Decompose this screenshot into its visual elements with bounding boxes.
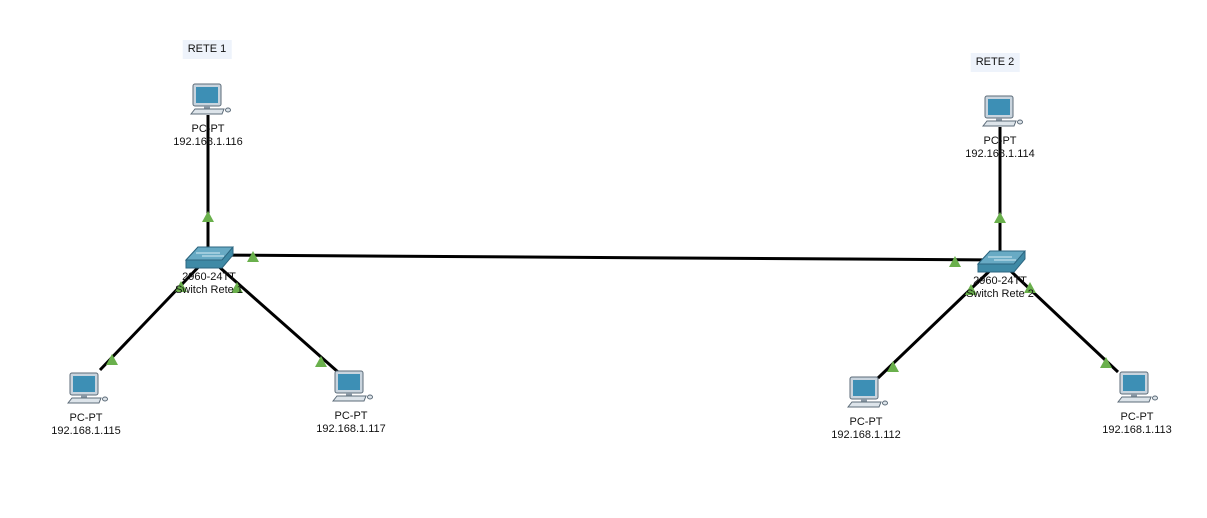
pc-115-label: PC-PT 192.168.1.115: [51, 412, 121, 438]
switch-model-label: 2960-24TT: [973, 275, 1027, 287]
pc-ip-label: 192.168.1.116: [173, 136, 243, 148]
pc-116-desktop-computer-icon[interactable]: [189, 83, 231, 115]
link-up-indicator-icon: [231, 282, 243, 293]
pc-ip-label: 192.168.1.112: [831, 429, 901, 441]
link-up-indicator-icon: [994, 212, 1006, 223]
pc-type-label: PC-PT: [191, 123, 225, 135]
link-up-indicator-icon: [315, 356, 327, 367]
pc-ip-label: 192.168.1.115: [51, 425, 121, 437]
link-up-indicator-icon: [247, 251, 259, 262]
pc-117-label: PC-PT 192.168.1.117: [316, 410, 386, 436]
pc-117-desktop-computer-icon[interactable]: [331, 370, 373, 402]
pc-ip-label: 192.168.1.114: [965, 148, 1035, 160]
pc-113-label: PC-PT 192.168.1.113: [1102, 411, 1172, 437]
link-switch-rete-1-pc-117[interactable]: [207, 255, 339, 374]
link-up-indicator-icon: [1100, 357, 1112, 368]
switch-rete-2-label: 2960-24TT Switch Rete 2: [966, 275, 1034, 301]
switch-rete-1-network-switch-icon[interactable]: [184, 246, 235, 269]
link-up-indicator-icon: [965, 284, 977, 295]
link-switch-rete-2-pc-112[interactable]: [876, 259, 1002, 380]
pc-type-label: PC-PT: [334, 410, 368, 422]
link-up-indicator-icon: [1024, 282, 1036, 293]
link-up-indicator-icon: [949, 256, 961, 267]
link-switch-rete-2-pc-113[interactable]: [998, 259, 1120, 374]
link-up-indicator-icon: [887, 361, 899, 372]
pc-113-desktop-computer-icon[interactable]: [1116, 371, 1158, 403]
link-up-indicator-icon: [202, 211, 214, 222]
link-up-indicator-icon: [106, 354, 118, 365]
pc-ip-label: 192.168.1.113: [1102, 424, 1172, 436]
link-up-indicator-icon: [175, 281, 187, 292]
pc-116-label: PC-PT 192.168.1.116: [173, 123, 243, 149]
rete-1-note[interactable]: RETE 1: [182, 40, 232, 59]
pc-type-label: PC-PT: [849, 416, 883, 428]
pc-ip-label: 192.168.1.117: [316, 423, 386, 435]
pc-type-label: PC-PT: [983, 135, 1017, 147]
pc-115-desktop-computer-icon[interactable]: [66, 372, 108, 404]
pc-114-desktop-computer-icon[interactable]: [981, 95, 1023, 127]
pc-type-label: PC-PT: [1120, 411, 1154, 423]
pc-112-label: PC-PT 192.168.1.112: [831, 416, 901, 442]
link-switch-rete-1-pc-115[interactable]: [98, 255, 210, 372]
link-switch-rete-1-switch-rete-2[interactable]: [207, 253, 1001, 262]
switch-rete-1-label: 2960-24TT Switch Rete 1: [175, 271, 243, 297]
pc-112-desktop-computer-icon[interactable]: [846, 376, 888, 408]
pc-114-label: PC-PT 192.168.1.114: [965, 135, 1035, 161]
pc-type-label: PC-PT: [69, 412, 103, 424]
switch-name-label: Switch Rete 1: [175, 284, 243, 296]
rete-2-note[interactable]: RETE 2: [970, 53, 1020, 72]
switch-name-label: Switch Rete 2: [966, 288, 1034, 300]
switch-model-label: 2960-24TT: [182, 271, 236, 283]
switch-rete-2-network-switch-icon[interactable]: [976, 250, 1027, 273]
